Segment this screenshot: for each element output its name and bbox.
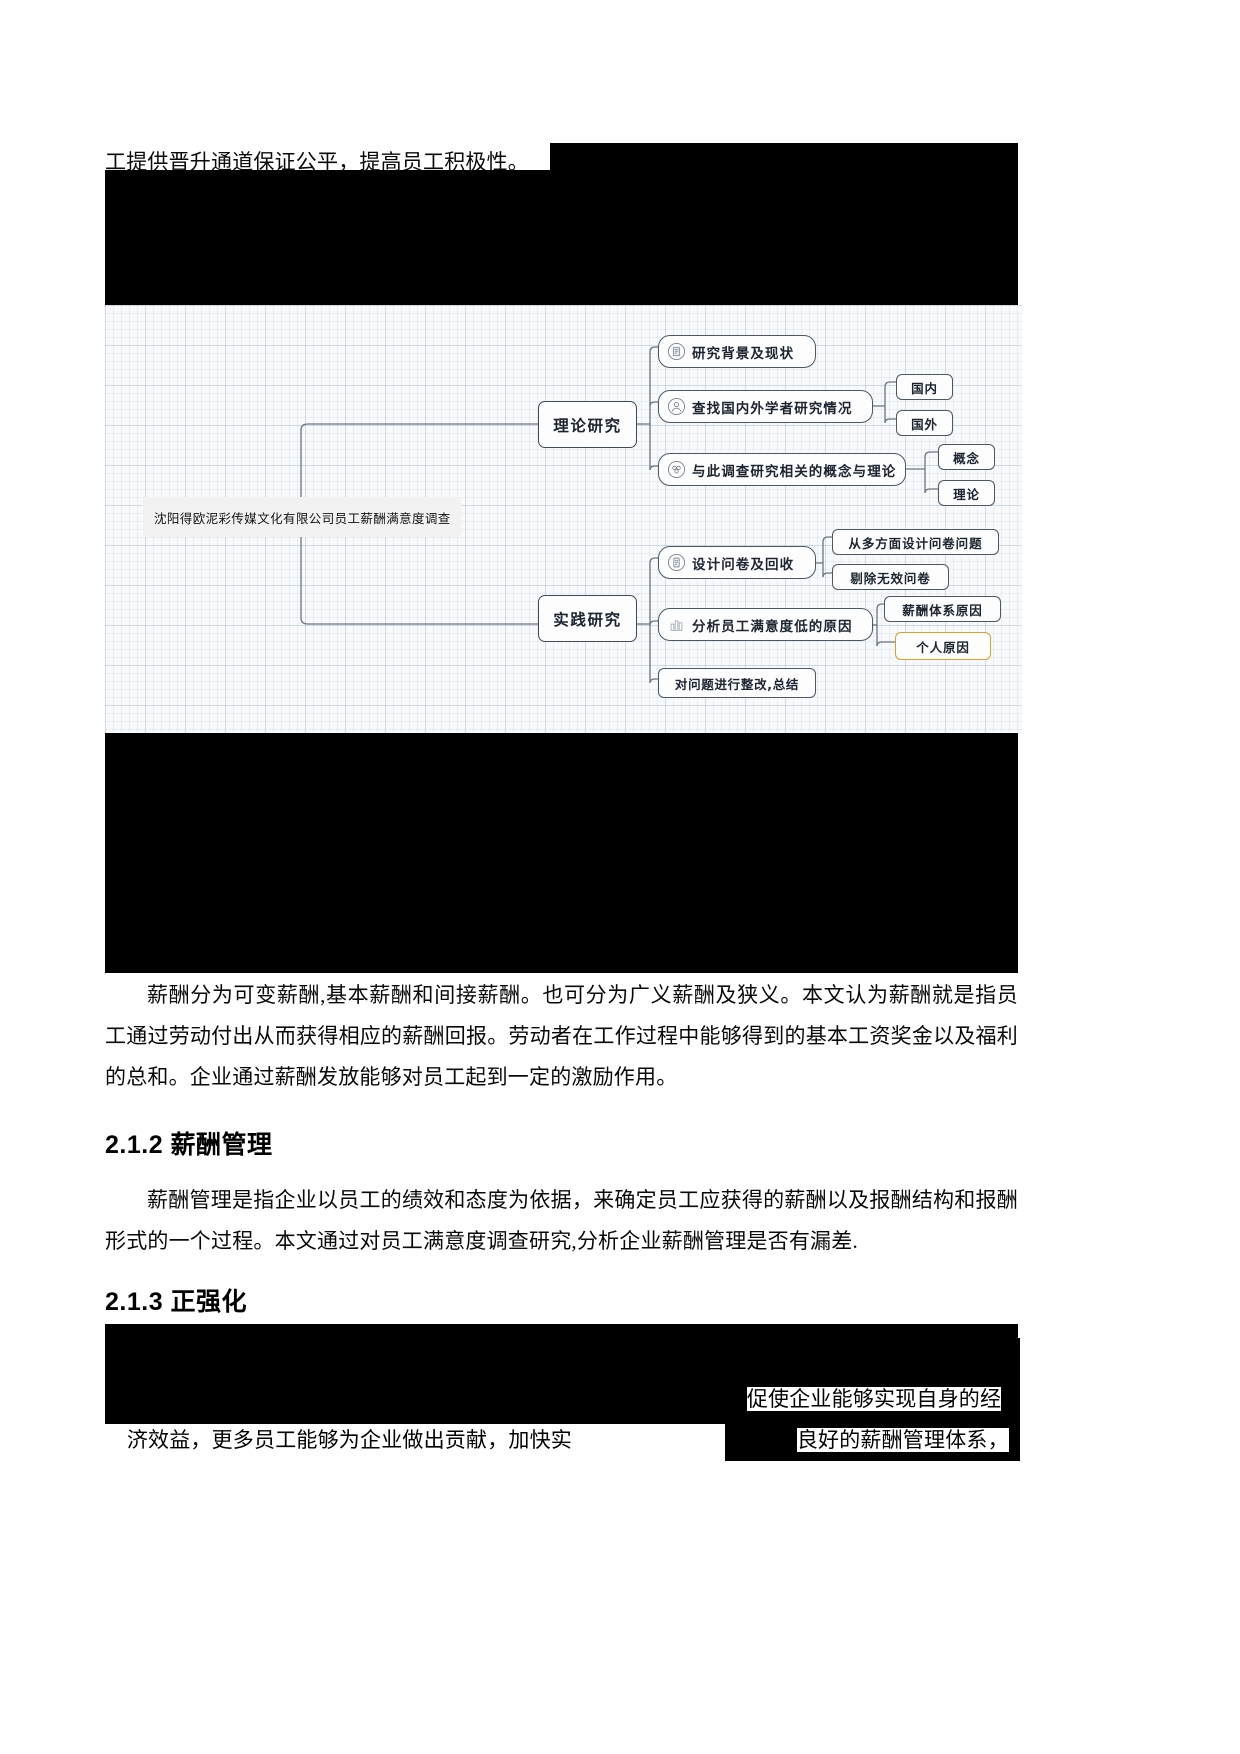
body-paragraph-2: 薪酬管理是指企业以员工的绩效和态度为依据，来确定员工应获得的薪酬以及报酬结构和报…: [105, 1188, 1018, 1253]
mindmap-leaf-multi-aspect-questions-label: 从多方面设计问卷问题: [848, 535, 983, 551]
mindmap-topic-low-satisfaction-analysis[interactable]: 分析员工满意度低的原因: [658, 608, 873, 641]
mindmap-topic-scholar-search[interactable]: 查找国内外学者研究情况: [658, 390, 873, 423]
mindmap-topic-research-background-label: 研究背景及现状: [692, 345, 795, 362]
redaction-block-top-right: [550, 143, 1018, 170]
mindmap-leaf-concept[interactable]: 概念: [938, 444, 995, 470]
mindmap-topic-concepts-theories-label: 与此调查研究相关的概念与理论: [692, 463, 897, 480]
mindmap-branch-theory-label: 理论研究: [553, 416, 622, 435]
mindmap-leaf-personal-cause[interactable]: 个人原因: [895, 632, 991, 660]
mindmap-topic-questionnaire-design[interactable]: 设计问卷及回收: [658, 546, 816, 579]
mindmap-topic-questionnaire-design-label: 设计问卷及回收: [692, 556, 795, 573]
mindmap-leaf-concept-label: 概念: [953, 450, 980, 466]
mindmap-leaf-multi-aspect-questions[interactable]: 从多方面设计问卷问题: [832, 529, 999, 555]
person-search-icon: [667, 397, 686, 416]
mindmap-topic-rectify-summary[interactable]: 对问题进行整改,总结: [658, 668, 816, 698]
footer-fragment-right-text: 促使企业能够实现自身的经: [746, 1387, 1002, 1411]
clipboard-icon: [667, 553, 686, 572]
mindmap-leaf-personal-cause-label: 个人原因: [916, 639, 970, 655]
heading-2-1-3: 2.1.3 正强化: [105, 1288, 248, 1316]
mindmap-leaf-overseas[interactable]: 国外: [896, 410, 953, 436]
mindmap-branch-theory[interactable]: 理论研究: [538, 401, 637, 448]
mindmap-leaf-domestic[interactable]: 国内: [896, 374, 953, 400]
redaction-block-middle: [105, 733, 1018, 973]
footer-line-right-text: 良好的薪酬管理体系，: [796, 1428, 1009, 1452]
mindmap-leaf-remove-invalid[interactable]: 剔除无效问卷: [832, 564, 949, 590]
redaction-block-top: [105, 170, 1018, 305]
body-paragraph-1: 薪酬分为可变薪酬,基本薪酬和间接薪酬。也可分为广义薪酬及狭义。本文认为薪酬就是指…: [105, 983, 1018, 1089]
chart-icon: [670, 620, 683, 631]
mindmap-figure: 沈阳得欧泥彩传媒文化有限公司员工薪酬满意度调查 理论研究 实践研究 研究背景及现…: [105, 305, 1022, 733]
document-icon: [667, 342, 686, 361]
mindmap-leaf-domestic-label: 国内: [911, 380, 938, 396]
idea-icon: [667, 460, 686, 479]
mindmap-leaf-theory-label: 理论: [953, 486, 980, 502]
mindmap-leaf-pay-system-cause-label: 薪酬体系原因: [902, 602, 983, 618]
mindmap-branch-practice-label: 实践研究: [553, 610, 622, 629]
mindmap-leaf-pay-system-cause[interactable]: 薪酬体系原因: [884, 596, 1001, 622]
mindmap-topic-low-satisfaction-analysis-label: 分析员工满意度低的原因: [692, 618, 853, 635]
mindmap-topic-rectify-summary-label: 对问题进行整改,总结: [674, 676, 800, 692]
mindmap-root-node[interactable]: 沈阳得欧泥彩传媒文化有限公司员工薪酬满意度调查: [143, 497, 461, 537]
mindmap-leaf-remove-invalid-label: 剔除无效问卷: [850, 570, 931, 586]
footer-line-left-text: 济效益，更多员工能够为企业做出贡献，加快实: [126, 1428, 573, 1452]
mindmap-branch-practice[interactable]: 实践研究: [538, 595, 637, 642]
mindmap-topic-concepts-theories[interactable]: 与此调查研究相关的概念与理论: [658, 453, 906, 486]
mindmap-topic-research-background[interactable]: 研究背景及现状: [658, 335, 816, 368]
mindmap-topic-scholar-search-label: 查找国内外学者研究情况: [692, 400, 853, 417]
mindmap-root-label: 沈阳得欧泥彩传媒文化有限公司员工薪酬满意度调查: [154, 510, 451, 526]
footer-line-right: 良好的薪酬管理体系，: [775, 1379, 1020, 1502]
footer-line-left: 济效益，更多员工能够为企业做出贡献，加快实: [105, 1379, 585, 1502]
mindmap-leaf-theory[interactable]: 理论: [938, 480, 995, 506]
mindmap-leaf-overseas-label: 国外: [911, 416, 938, 432]
heading-2-1-2: 2.1.2 薪酬管理: [105, 1131, 273, 1159]
